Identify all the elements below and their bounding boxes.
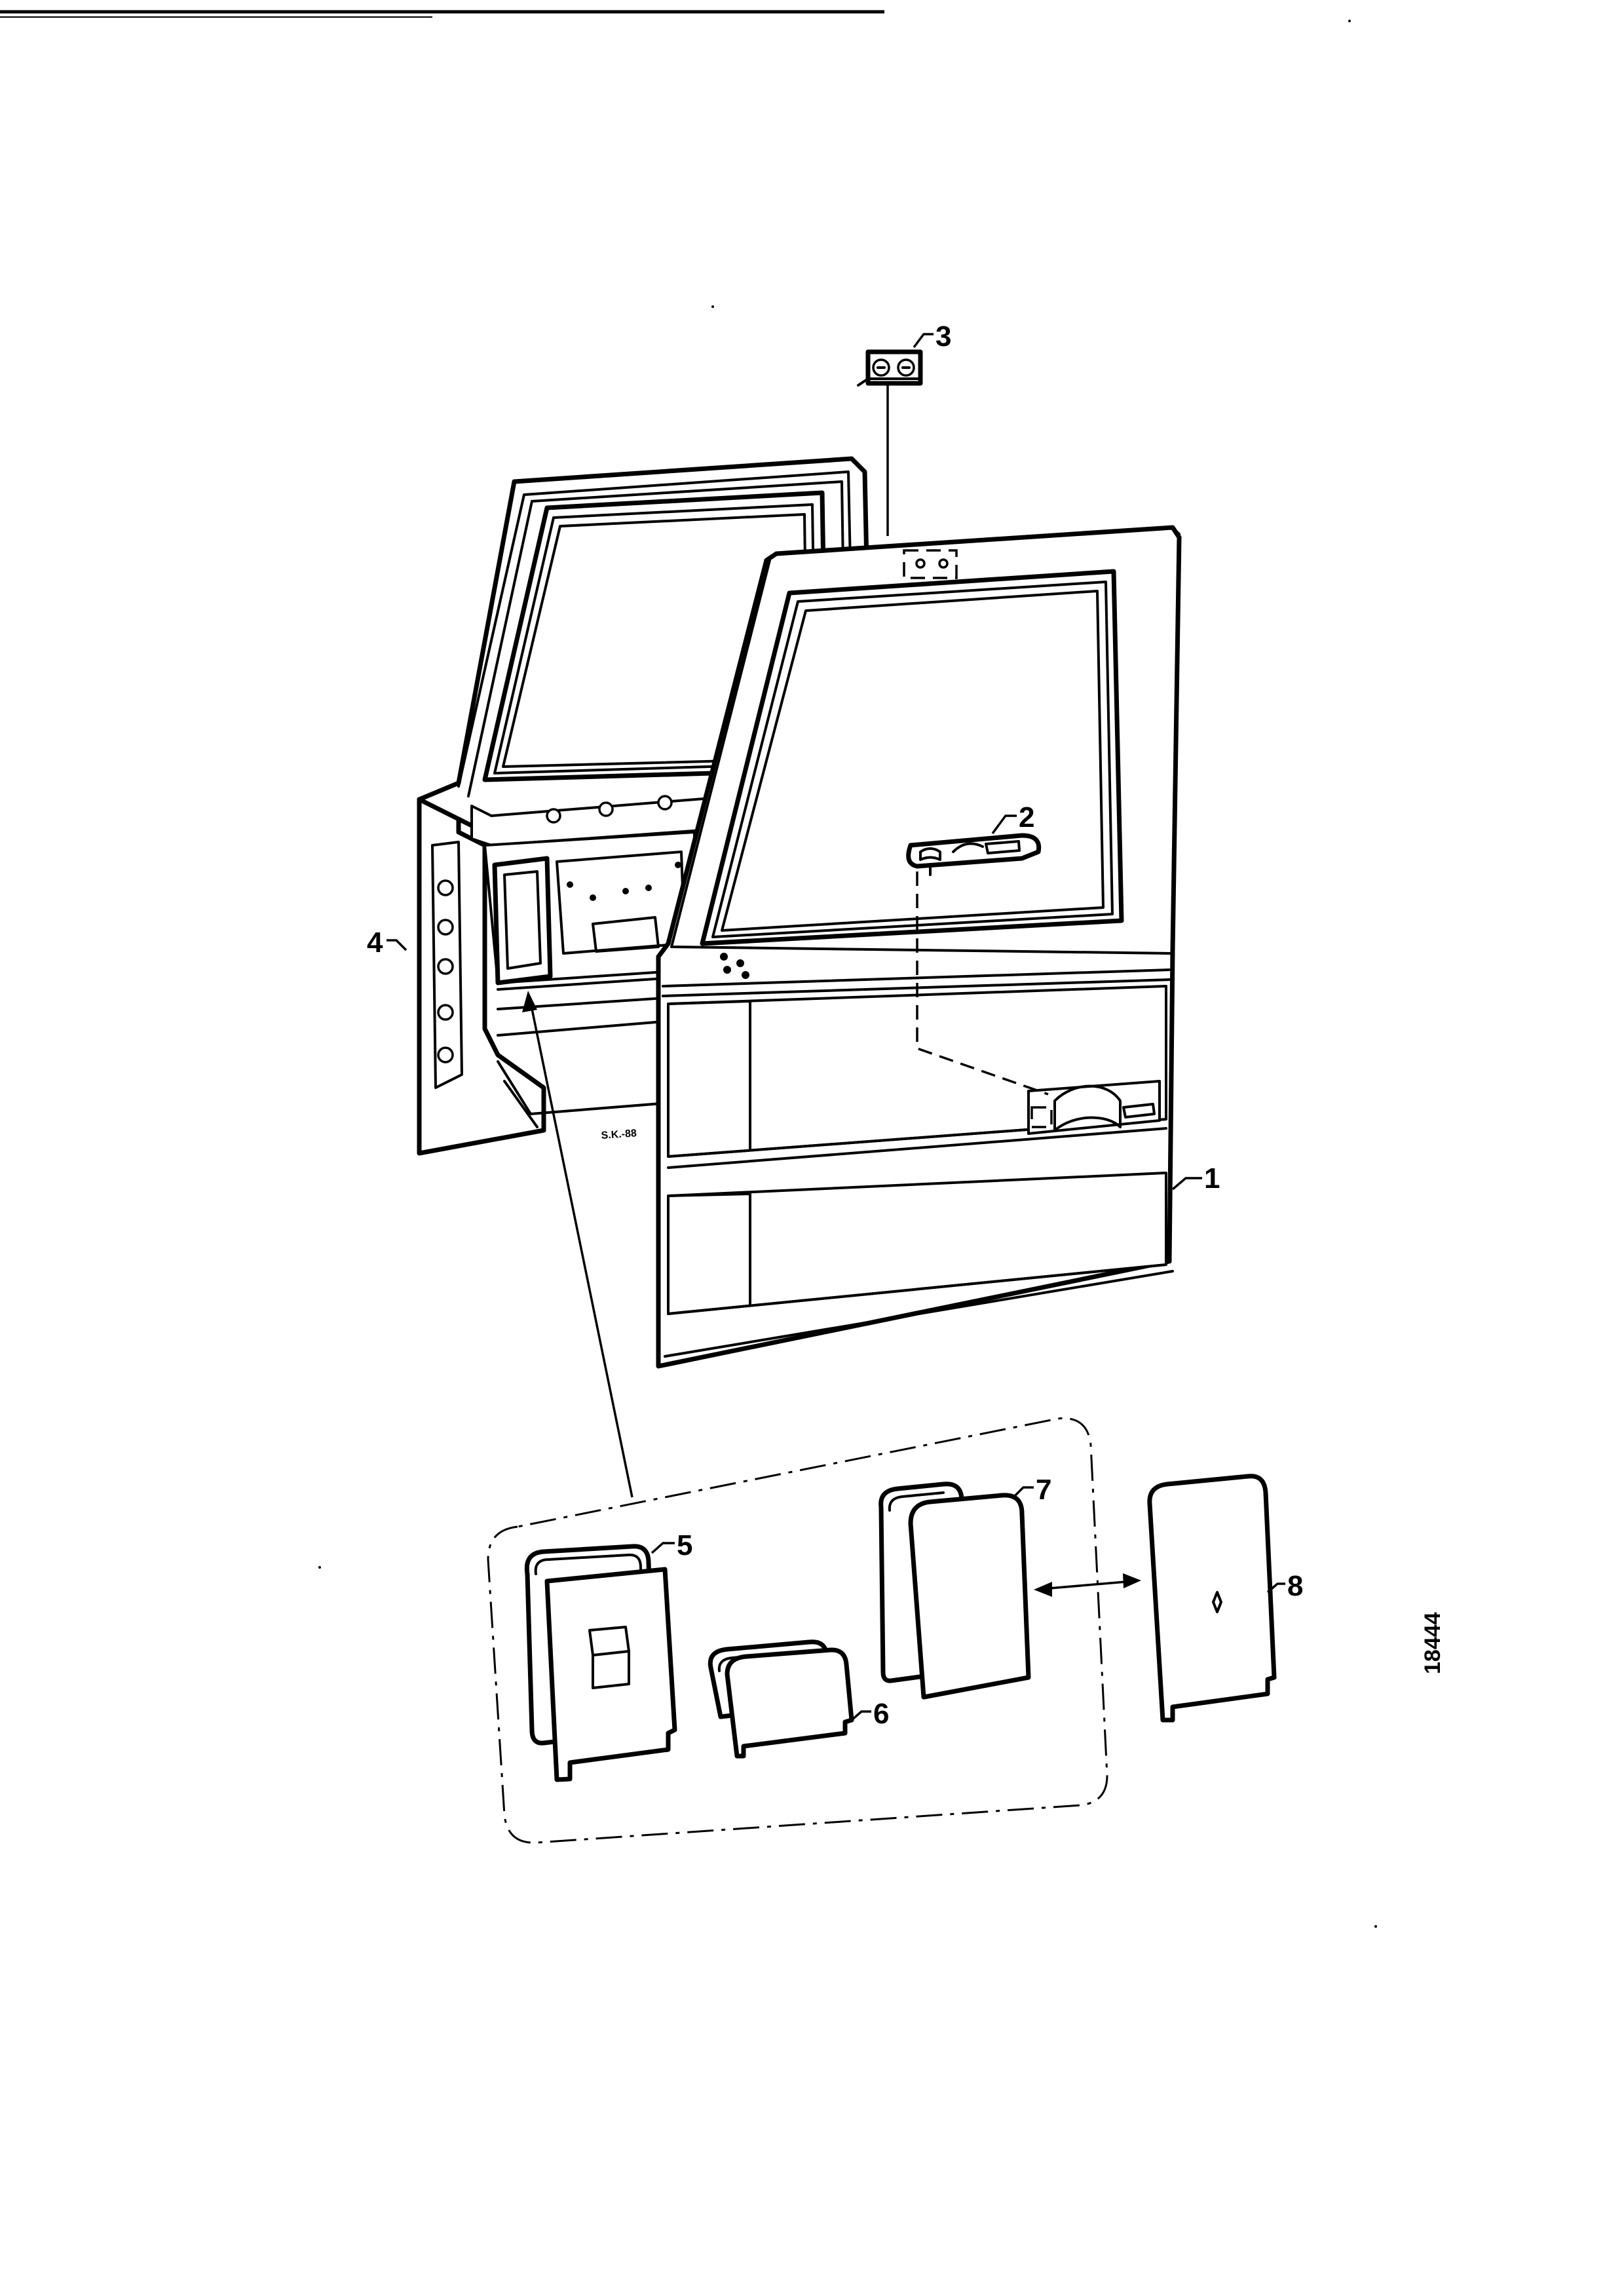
hinge-plate xyxy=(857,349,923,536)
callout-1: 1 xyxy=(1204,1162,1220,1195)
kit-group-outline xyxy=(487,1417,1108,1844)
callout-2: 2 xyxy=(1019,801,1034,833)
callout-3: 3 xyxy=(935,320,951,353)
callout-4: 4 xyxy=(367,927,383,959)
swap-arrow xyxy=(1034,1573,1141,1597)
callout-5: 5 xyxy=(677,1529,692,1561)
callout-6: 6 xyxy=(873,1698,889,1730)
trim-panel-5 xyxy=(524,1544,677,1782)
callout-8: 8 xyxy=(1287,1570,1303,1602)
part-stamp: S.K.-88 xyxy=(601,1128,637,1141)
inner-handle xyxy=(906,833,1049,1096)
scan-specks xyxy=(318,20,1377,1928)
figure-number: 18444 xyxy=(1420,1612,1445,1674)
trim-pad-6 xyxy=(708,1639,854,1759)
trim-panel-8 xyxy=(1147,1474,1277,1723)
kit-pointer-arrow xyxy=(522,991,633,1498)
header-rule xyxy=(0,10,884,18)
trim-panel-7 xyxy=(878,1482,1031,1700)
callout-leaders xyxy=(387,333,1285,1721)
callout-7: 7 xyxy=(1036,1474,1051,1506)
